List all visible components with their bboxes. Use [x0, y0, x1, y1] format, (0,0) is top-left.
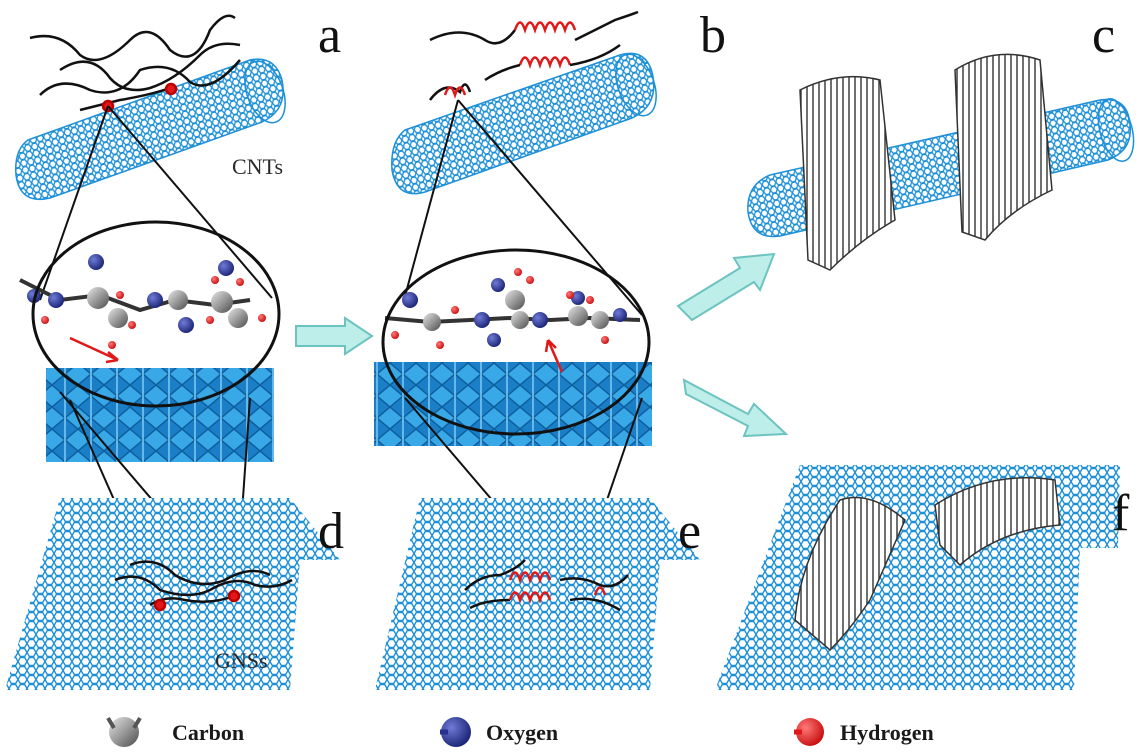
- legend-item-hydrogen: Hydrogen: [794, 718, 934, 746]
- gns-label: GNSs: [215, 648, 268, 673]
- polymer-chains-e: [464, 559, 629, 612]
- lattice-block-b: [374, 362, 652, 446]
- panel-label-d: d: [318, 503, 344, 560]
- molecular-chain-a: [19, 254, 266, 364]
- legend-label-carbon: Carbon: [172, 720, 244, 745]
- panel-e: e: [375, 498, 701, 690]
- lamellar-crystal-f1: [794, 496, 906, 652]
- carbon-atom-icon: [109, 717, 139, 747]
- legend-label-oxygen: Oxygen: [486, 720, 558, 745]
- panel-label-e: e: [678, 503, 701, 560]
- hydrogen-atom-icon: [796, 718, 824, 746]
- lamellar-crystal-c2: [954, 53, 1053, 241]
- legend: Carbon Oxygen Hydrogen: [106, 716, 934, 747]
- panel-d: d GNSs: [5, 498, 344, 690]
- polymer-chains-b: [429, 10, 639, 101]
- lamellar-crystal-c1: [799, 75, 896, 271]
- arrow-b-to-c: [676, 252, 776, 322]
- molecular-chain-b: [384, 268, 641, 373]
- panel-a: a CNTs: [15, 7, 341, 605]
- panel-c: c: [747, 7, 1135, 271]
- graphene-sheet-f: [715, 465, 1120, 690]
- zoom-ellipse-b: [381, 248, 651, 436]
- legend-item-carbon: Carbon: [106, 716, 244, 747]
- lamellar-crystal-f2: [934, 477, 1061, 567]
- oxygen-atom-icon: [441, 717, 471, 747]
- arrow-b-to-f: [682, 378, 789, 438]
- panel-label-c: c: [1092, 7, 1115, 64]
- panel-f: f: [715, 465, 1130, 690]
- cnt-tube-b: [391, 52, 655, 195]
- polymer-chains-d: [114, 560, 293, 612]
- process-arrows: [295, 252, 789, 438]
- panel-label-f: f: [1112, 485, 1130, 542]
- cnt-tube-a: [15, 58, 284, 200]
- arrow-a-to-b: [295, 316, 374, 356]
- legend-label-hydrogen: Hydrogen: [840, 720, 934, 745]
- legend-item-oxygen: Oxygen: [440, 717, 558, 747]
- polymer-chains-a: [29, 14, 241, 113]
- panel-label-b: b: [700, 7, 726, 64]
- cnt-label: CNTs: [232, 154, 283, 179]
- panel-label-a: a: [318, 7, 341, 64]
- zoom-ellipse-a: [31, 220, 281, 408]
